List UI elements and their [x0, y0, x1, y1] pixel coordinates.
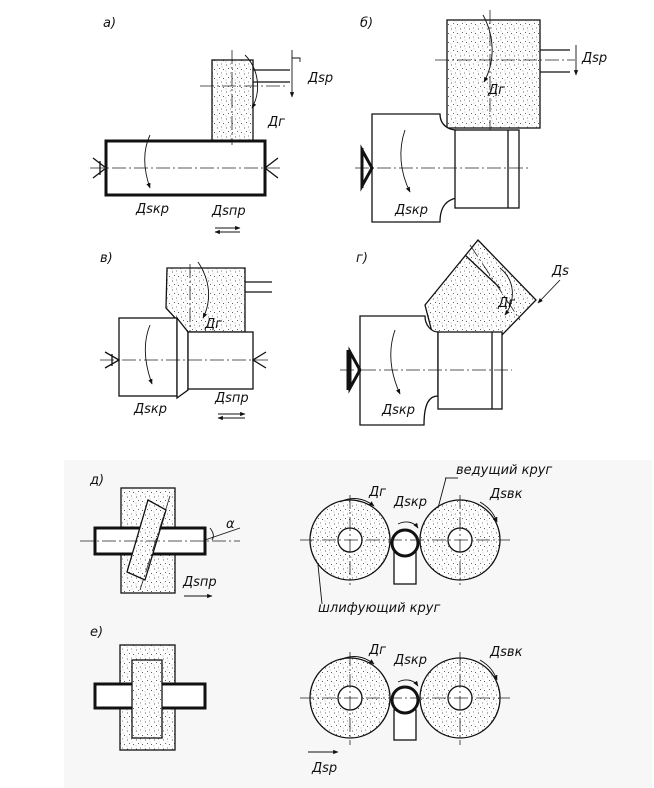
- panel-d-workpiece-rotation-arrow: [397, 521, 419, 529]
- panel-v-letter: в): [100, 251, 113, 266]
- panel-b-letter: б): [360, 16, 373, 31]
- panel-d-drive-feed-label: Дsвк: [489, 487, 523, 502]
- panel-a-wheel-rotation-arrow: [244, 54, 259, 109]
- panel-g-circular-feed-label: Дsкр: [381, 403, 415, 418]
- panel-d-scheme: д) α Дsпр Дг Дsкр Дsвк ведущий круг шлиф…: [80, 463, 552, 616]
- panel-a-left-center: [92, 157, 108, 179]
- panel-a-letter: а): [103, 16, 116, 31]
- panel-g-feed-arrow: [537, 279, 561, 304]
- panel-d-letter: д): [89, 473, 104, 488]
- panel-g-main-motion-label: Дг: [497, 296, 515, 311]
- panel-d-grind-leader: [317, 564, 323, 605]
- panel-v-left-center: [104, 351, 121, 369]
- panel-g-rotation-arrow: [390, 329, 401, 395]
- panel-a-radial-feed-label: Дsр: [307, 71, 333, 86]
- panel-d-drive-wheel-label: ведущий круг: [456, 463, 552, 478]
- panel-v-shoulder: [176, 316, 189, 400]
- panel-d-drive-rotation-arrow: [479, 501, 498, 523]
- panel-b-main-motion-label: Дг: [487, 83, 505, 98]
- panel-g-scheme: г) Дs Дг Дsкр: [340, 239, 569, 426]
- panel-v-workpiece-small: [187, 331, 254, 390]
- panel-e-radial-feed-label: Дsр: [311, 761, 337, 776]
- panel-a-long-feed-label: Дsпр: [211, 204, 246, 219]
- panel-d-grinding-rotation-arrow: [339, 498, 375, 507]
- panel-a-grinding-wheel: [211, 59, 254, 142]
- panel-e-letter: е): [90, 625, 103, 640]
- panel-g-wheel-rotation-arrow: [499, 267, 513, 316]
- panel-e-workpiece-circle: [390, 685, 420, 715]
- panel-d-angle-line: [204, 527, 241, 541]
- panel-e-grinding-rotation-arrow: [339, 656, 375, 665]
- panel-d-workpiece-circle: [390, 528, 420, 558]
- panel-b-wheel-rotation-arrow: [482, 14, 493, 83]
- panel-b-radial-feed-label: Дsр: [581, 51, 607, 66]
- panel-a-scheme: а) Дsр Дг Дsкр Дsпр: [90, 16, 333, 235]
- panel-g-letter: г): [356, 251, 368, 266]
- panel-e-main-motion-label: Дг: [368, 643, 386, 658]
- panel-d-main-motion-label: Дг: [368, 485, 386, 500]
- panel-g-center: [348, 346, 362, 394]
- panel-v-circular-feed-label: Дsкр: [133, 402, 167, 417]
- panel-d-drive-leader: [437, 477, 447, 509]
- panel-a-rotation-arrow: [144, 134, 151, 189]
- panel-d-drive-wheel-side: [126, 499, 167, 581]
- panel-b-scheme: б) Дsр Дг Дsкр: [355, 10, 607, 223]
- panel-d-angle-label: α: [226, 517, 235, 532]
- panel-v-right-center: [251, 351, 267, 369]
- panel-e-scheme: е) Дг Дsкр Дsвк Дsр: [90, 625, 523, 776]
- panel-a-main-motion-label: Дг: [267, 115, 285, 130]
- panel-v-wheel-rotation-arrow: [197, 261, 209, 319]
- panel-d-long-feed-label: Дsпр: [182, 575, 217, 590]
- panel-b-grinding-wheel: [446, 19, 541, 129]
- panel-b-spindle-face: [454, 129, 520, 209]
- panel-g-spindle-face: [437, 331, 503, 410]
- panel-d-grind-wheel-label: шлифующий круг: [318, 601, 440, 616]
- panel-a-right-center: [263, 157, 279, 179]
- panel-v-scheme: в) Дг Дsкр Дsпр: [100, 251, 272, 421]
- panel-v-rotation-arrow: [144, 324, 153, 385]
- panel-a-circular-feed-label: Дsкр: [135, 202, 169, 217]
- panel-e-drive-wheel-side: [131, 659, 163, 739]
- panel-d-circular-feed-label: Дsкр: [393, 495, 427, 510]
- panel-e-drive-feed-label: Дsвк: [489, 645, 523, 660]
- panel-b-rotation-arrow: [400, 129, 411, 193]
- panel-g-feed-label: Дs: [551, 264, 569, 279]
- panel-e-circular-feed-label: Дsкр: [393, 653, 427, 668]
- panel-v-long-feed-label: Дsпр: [214, 391, 249, 406]
- panel-v-main-motion-label: Дг: [204, 317, 222, 332]
- panel-e-workpiece-rotation-arrow: [397, 679, 419, 687]
- panel-g-grinding-wheel: [424, 239, 537, 336]
- panel-e-drive-rotation-arrow: [479, 659, 498, 681]
- panel-b-circular-feed-label: Дsкр: [394, 203, 428, 218]
